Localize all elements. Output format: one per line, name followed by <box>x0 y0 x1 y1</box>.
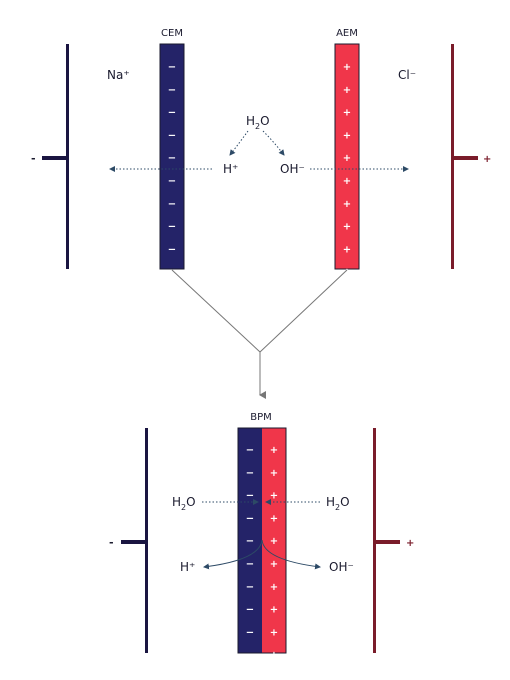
bpm-anion-charge-symbol: + <box>270 536 278 547</box>
bottom-anode-sign: + <box>406 538 414 549</box>
bpm-cation-charges: − − − − − − − − − − <box>246 445 254 661</box>
aem-charge-symbol: + <box>343 199 351 210</box>
top-panel: - + CEM AEM − − − − − − − − − − + + + + + + + + + + Na⁺ Cl… <box>31 28 491 278</box>
aem-charge-symbol: + <box>343 85 351 96</box>
bpm-cation-charge-symbol: − <box>246 627 254 638</box>
cem-charge-symbol: − <box>168 62 176 73</box>
aem-charge-symbol: + <box>343 222 351 233</box>
cem-charge-symbol: − <box>168 130 176 141</box>
bpm-anion-charges: + + + + + + + + + + <box>270 445 278 661</box>
bottom-proton-label: H⁺ <box>180 560 195 574</box>
bpm-cation-charge-symbol: − <box>246 650 254 661</box>
cem-charges: − − − − − − − − − − <box>168 62 176 278</box>
bottom-hydroxide-label: OH⁻ <box>329 560 354 574</box>
aem-charge-symbol: + <box>343 176 351 187</box>
bpm-cation-charge-symbol: − <box>246 491 254 502</box>
left-water-label: H2O <box>172 495 196 512</box>
aem-charge-symbol: + <box>343 62 351 73</box>
bpm-anion-charge-symbol: + <box>270 491 278 502</box>
bottom-cathode-terminal <box>121 540 146 544</box>
bpm-anion-charge-symbol: + <box>270 605 278 616</box>
bottom-cathode-plate <box>145 428 148 653</box>
aem-label: AEM <box>336 28 358 39</box>
cem-charge-symbol: − <box>168 176 176 187</box>
bpm-anion-charge-symbol: + <box>270 582 278 593</box>
bpm-anion-charge-symbol: + <box>270 559 278 570</box>
bottom-anode-terminal <box>375 540 400 544</box>
bpm-cation-charge-symbol: − <box>246 559 254 570</box>
top-anode-sign: + <box>483 154 491 165</box>
bpm-label: BPM <box>250 412 272 423</box>
aem-charge-symbol: + <box>343 267 351 278</box>
water-to-hydroxide-arrow <box>262 130 285 156</box>
bpm-anion-layer <box>262 428 286 653</box>
cem-charge-symbol: − <box>168 244 176 255</box>
proton-label: H⁺ <box>223 162 238 176</box>
chloride-ion-label: Cl⁻ <box>398 68 416 82</box>
combination-connector <box>171 269 348 399</box>
bpm-cation-charge-symbol: − <box>246 445 254 456</box>
bpm-anion-charge-symbol: + <box>270 513 278 524</box>
bottom-anode-plate <box>373 428 376 653</box>
top-anode-terminal <box>453 156 478 160</box>
hydroxide-out-arrow <box>261 539 321 570</box>
aem-charge-symbol: + <box>343 108 351 119</box>
cem-charge-symbol: − <box>168 267 176 278</box>
bpm-cation-charge-symbol: − <box>246 513 254 524</box>
top-anode-plate <box>451 44 454 269</box>
sodium-ion-label: Na⁺ <box>107 68 130 82</box>
aem-membrane <box>334 43 360 270</box>
bpm-cation-charge-symbol: − <box>246 582 254 593</box>
bottom-cathode-sign: - <box>109 536 114 549</box>
cem-membrane <box>159 43 185 270</box>
top-cathode-plate <box>66 44 69 269</box>
water-to-proton-arrow <box>229 130 249 156</box>
cem-charge-symbol: − <box>168 222 176 233</box>
top-cathode-terminal <box>42 156 67 160</box>
bpm-cation-layer <box>238 428 262 653</box>
cem-label: CEM <box>161 28 183 39</box>
hydroxide-label: OH⁻ <box>280 162 305 176</box>
bpm-outline <box>237 427 287 654</box>
aem-charge-symbol: + <box>343 130 351 141</box>
water-label: H2O <box>246 114 270 131</box>
connector-left-line <box>171 269 261 353</box>
bpm-cation-charge-symbol: − <box>246 468 254 479</box>
right-water-label: H2O <box>326 495 350 512</box>
bpm-anion-charge-symbol: + <box>270 650 278 661</box>
cem-charge-symbol: − <box>168 199 176 210</box>
bpm-anion-charge-symbol: + <box>270 627 278 638</box>
bpm-cation-charge-symbol: − <box>246 605 254 616</box>
aem-charge-symbol: + <box>343 153 351 164</box>
top-cathode-sign: - <box>31 152 36 165</box>
bottom-panel: - + BPM − − − − − − − − − − + + + + + + + + + + H2O H2O H⁺… <box>109 412 414 661</box>
bpm-anion-charge-symbol: + <box>270 468 278 479</box>
aem-charges: + + + + + + + + + + <box>343 62 351 278</box>
bpm-anion-charge-symbol: + <box>270 445 278 456</box>
cem-charge-symbol: − <box>168 108 176 119</box>
aem-charge-symbol: + <box>343 244 351 255</box>
bpm-cation-charge-symbol: − <box>246 536 254 547</box>
cem-charge-symbol: − <box>168 85 176 96</box>
cem-charge-symbol: − <box>168 153 176 164</box>
connector-right-line <box>259 269 348 353</box>
proton-out-arrow <box>203 539 263 570</box>
